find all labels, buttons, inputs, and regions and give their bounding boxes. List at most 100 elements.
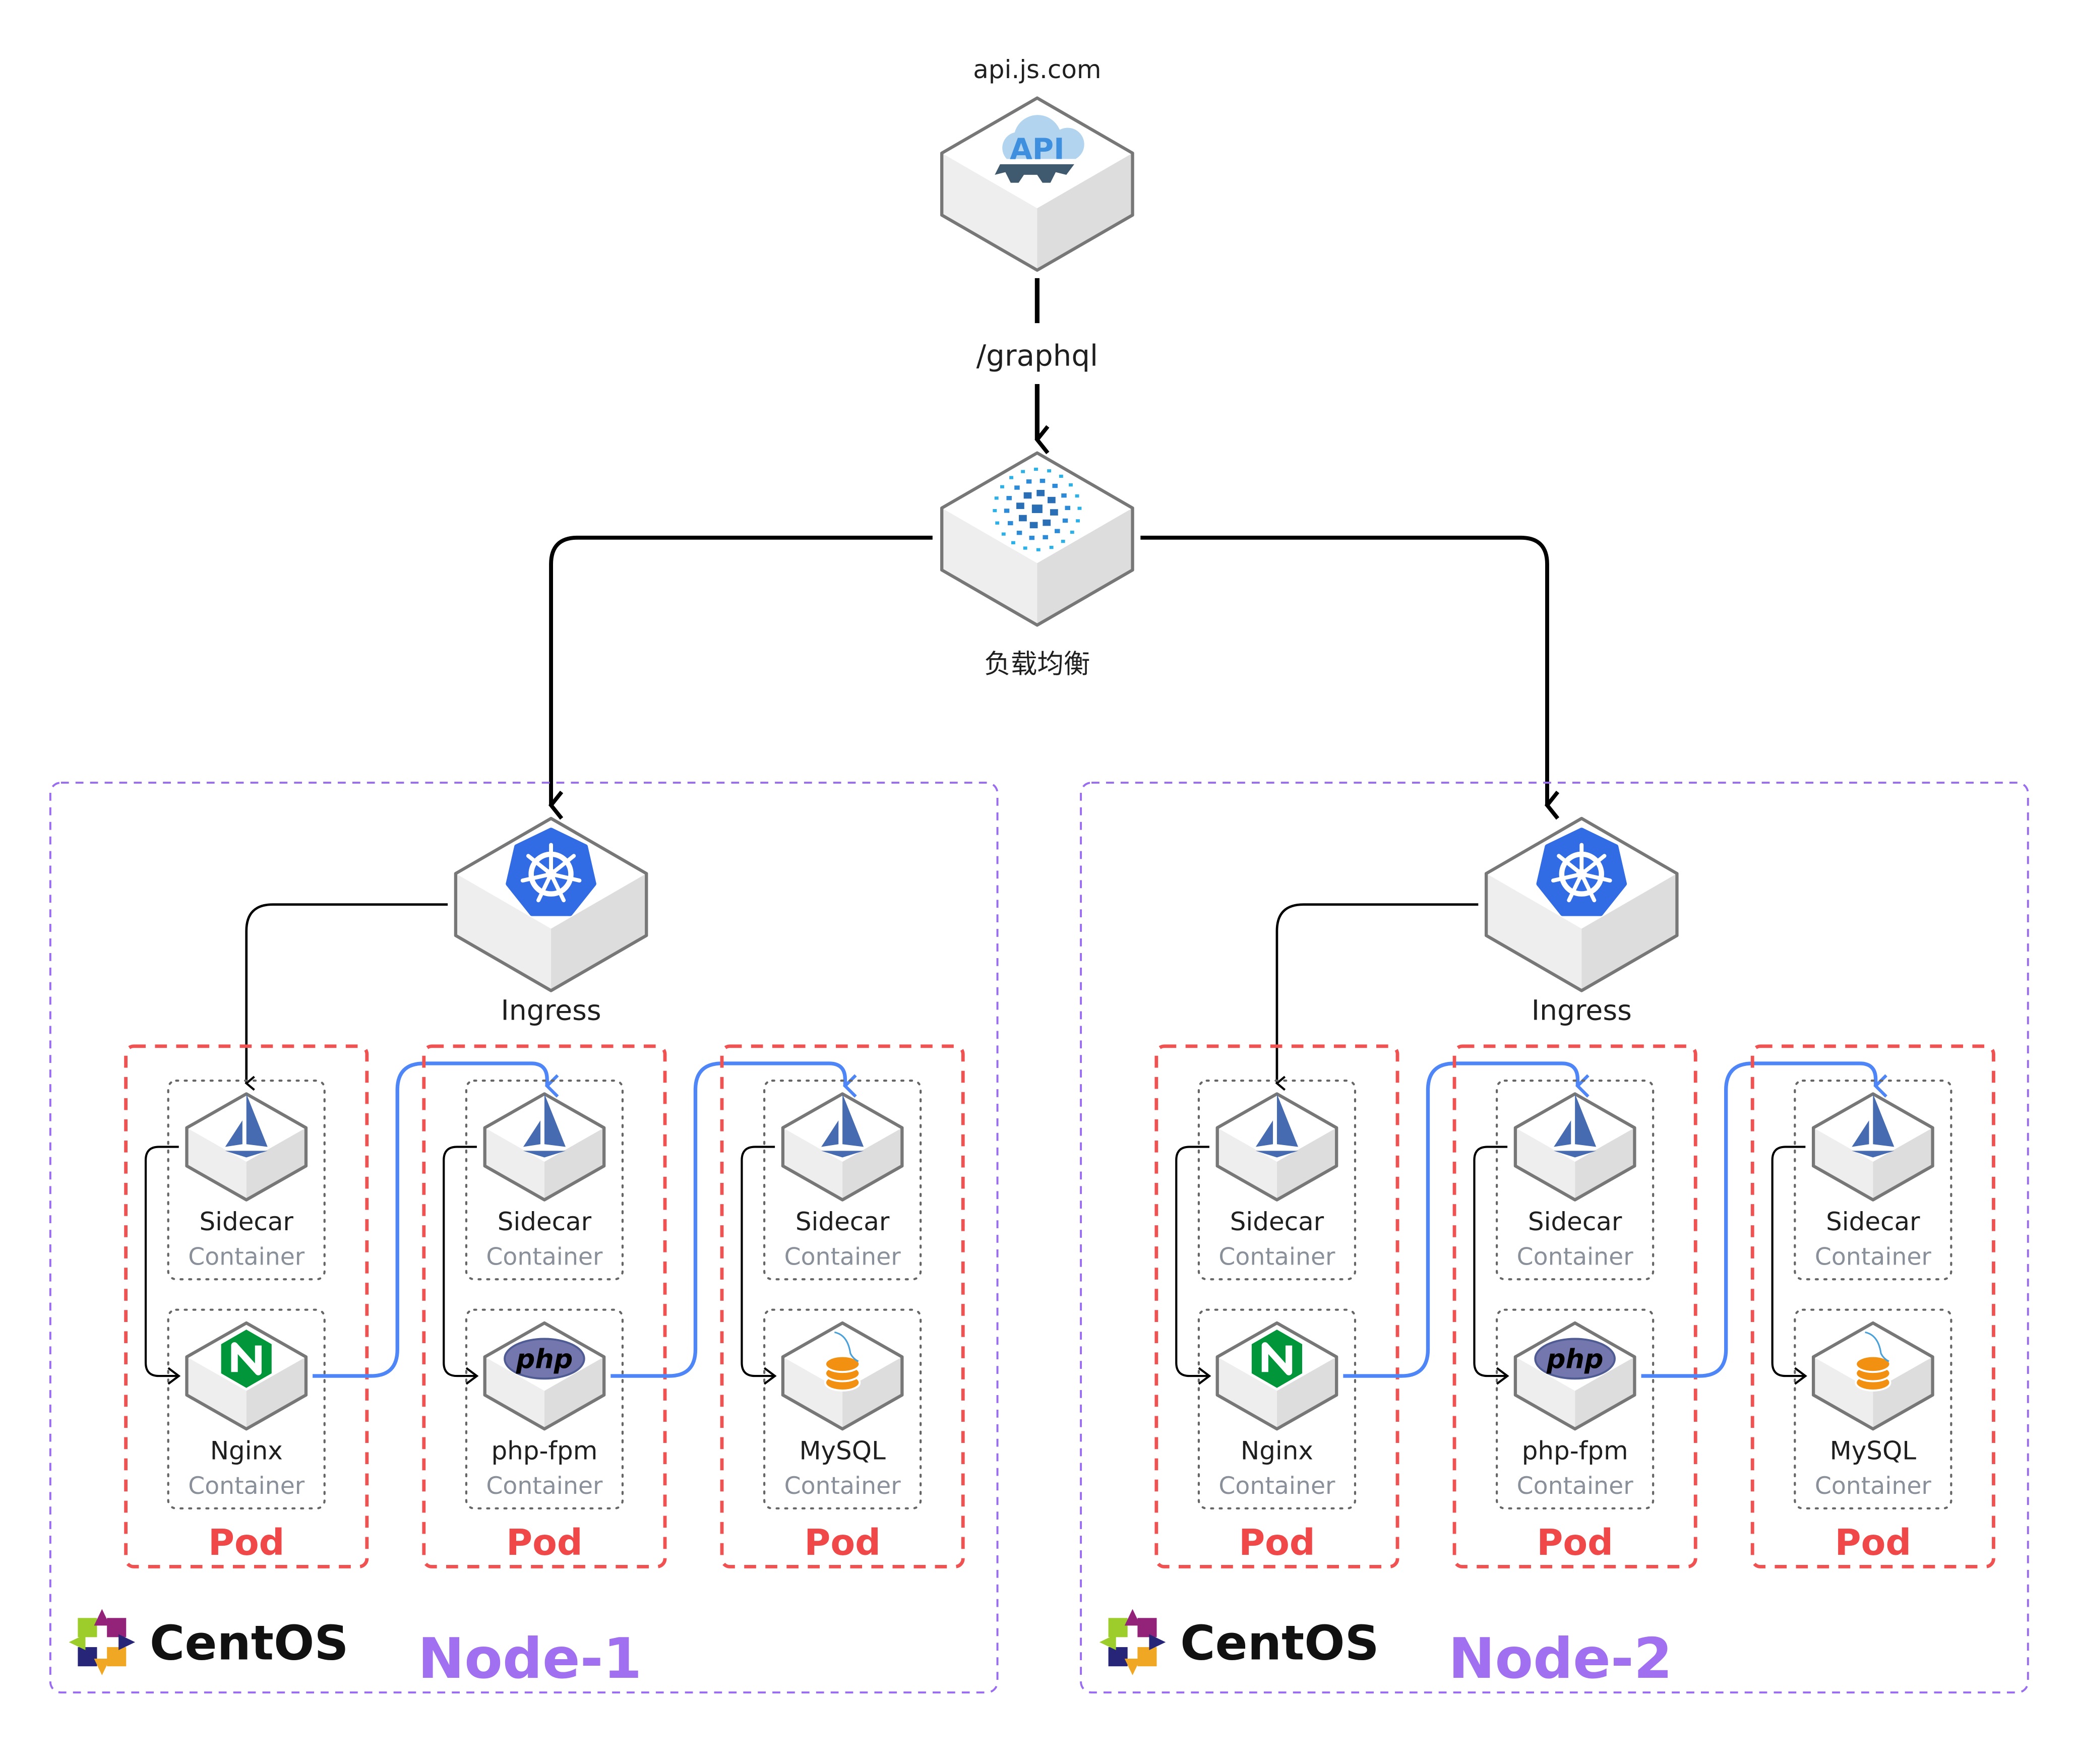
sidecar-to-app-arrow	[144, 1146, 181, 1385]
php-icon: php	[504, 1338, 585, 1380]
sail-main	[544, 1094, 566, 1147]
sidecar-container-box	[465, 1080, 624, 1281]
mesh-node	[1049, 545, 1054, 549]
cube-right-face	[1276, 1357, 1337, 1429]
app-sub-label: Container	[1815, 1472, 1932, 1500]
cube-right-face	[246, 1357, 306, 1429]
lb-to-node2-arrow	[1140, 535, 1560, 820]
pod-boundary	[1154, 1044, 1399, 1568]
nginx-icon	[1251, 1330, 1303, 1388]
pod-label: Pod	[1239, 1522, 1315, 1563]
cube-left-face	[782, 1127, 843, 1200]
spoke	[549, 854, 576, 876]
sidecar-name: Sidecar	[1230, 1207, 1324, 1236]
cube-left-face	[455, 873, 552, 991]
cube-outline	[1811, 1092, 1934, 1202]
nginx-icon	[221, 1330, 272, 1388]
service-flow-arrow	[1641, 1061, 1887, 1378]
kubernetes-helm-icon	[1536, 828, 1627, 916]
pod-boundary	[720, 1044, 965, 1568]
sidecar-container-box	[1197, 1080, 1357, 1281]
load-balancer-label: 负载均衡	[984, 649, 1090, 679]
sidecar-container-box	[1496, 1080, 1655, 1281]
ingress-to-sidecar-arrow	[245, 903, 448, 1091]
mysql-database-icon	[824, 1331, 861, 1392]
ingress-cube	[1484, 816, 1679, 992]
sidecar-to-app-arrow	[443, 1146, 479, 1385]
sidecar-to-app-arrow	[1175, 1146, 1211, 1385]
cube-right-face	[1873, 1357, 1933, 1429]
app-container-box	[1794, 1308, 1952, 1509]
sidecar-sub-label: Container	[1815, 1243, 1932, 1271]
sidecar-cube	[483, 1092, 606, 1202]
mesh-node	[1019, 515, 1027, 522]
sidecar-cube	[1811, 1092, 1934, 1202]
sail-hull	[225, 1151, 268, 1158]
sail-main	[1575, 1094, 1597, 1147]
api-cloud-gear-icon: API	[995, 115, 1084, 183]
cube-right-face	[1575, 1357, 1635, 1429]
mesh-node	[994, 496, 999, 500]
cube-left-face	[1515, 1127, 1575, 1200]
php-ellipse	[504, 1338, 585, 1380]
cube-right-face	[1037, 508, 1133, 625]
spoke	[1579, 872, 1612, 883]
cube-outline	[1484, 816, 1679, 992]
mesh-node	[993, 509, 997, 513]
mesh-node	[1043, 535, 1048, 540]
cube-outline	[483, 1321, 606, 1431]
mesh-node	[1065, 506, 1070, 511]
app-name: Nginx	[210, 1436, 283, 1466]
app-sub-label: Container	[784, 1472, 901, 1500]
sidecar-cube	[781, 1092, 904, 1202]
sail-main	[1873, 1094, 1895, 1147]
graphql-route-label: /graphql	[976, 338, 1098, 372]
app-name: php-fpm	[1522, 1436, 1628, 1466]
mesh-node	[1014, 485, 1020, 490]
spoke	[549, 872, 566, 903]
cube-outline	[1811, 1321, 1934, 1431]
pod-label: Pod	[1835, 1522, 1912, 1563]
mesh-node	[1043, 519, 1051, 526]
mesh-node	[1001, 532, 1006, 536]
cube-outline	[1513, 1321, 1636, 1431]
spoke	[526, 854, 554, 876]
mesh-node	[1023, 546, 1027, 550]
mesh-node	[995, 521, 1000, 525]
cube-left-face	[484, 1127, 544, 1200]
cube-left-face	[1486, 873, 1582, 991]
mesh-node	[1061, 539, 1065, 543]
app-container-box	[465, 1308, 624, 1509]
service-flow-arrow	[313, 1061, 559, 1378]
logo-arrow	[118, 1634, 136, 1650]
mesh-node	[1075, 494, 1079, 498]
mesh-node	[1009, 476, 1013, 479]
sail-hull	[821, 1151, 864, 1158]
logo-arrow	[69, 1634, 86, 1650]
sidecar-cube	[1513, 1092, 1636, 1202]
app-sub-label: Container	[1218, 1472, 1335, 1500]
logo-square	[1106, 1645, 1130, 1669]
cube-left-face	[942, 153, 1037, 271]
mesh-node	[1023, 492, 1032, 499]
centos-label: CentOS	[1180, 1615, 1379, 1671]
cube-left-face	[484, 1357, 544, 1429]
logo-arrow	[94, 1659, 110, 1675]
logo-arrow	[94, 1609, 110, 1626]
sidecar-sub-label: Container	[784, 1243, 901, 1271]
php-icon-text: php	[1546, 1344, 1604, 1374]
app-cube	[1811, 1321, 1934, 1431]
app-name: Nginx	[1241, 1436, 1313, 1466]
app-cube: php	[1513, 1321, 1636, 1431]
logo-arrow	[1124, 1609, 1141, 1626]
api-cube: API	[940, 96, 1134, 272]
mesh-node	[1059, 474, 1063, 478]
cube-outline	[1215, 1321, 1338, 1431]
sail-main	[246, 1094, 268, 1147]
sidecar-to-app-arrow	[741, 1146, 777, 1385]
mesh-node	[1031, 505, 1043, 513]
mesh-node	[1016, 502, 1024, 509]
service-flow-arrow	[1343, 1061, 1590, 1378]
cube-left-face	[187, 1357, 247, 1429]
